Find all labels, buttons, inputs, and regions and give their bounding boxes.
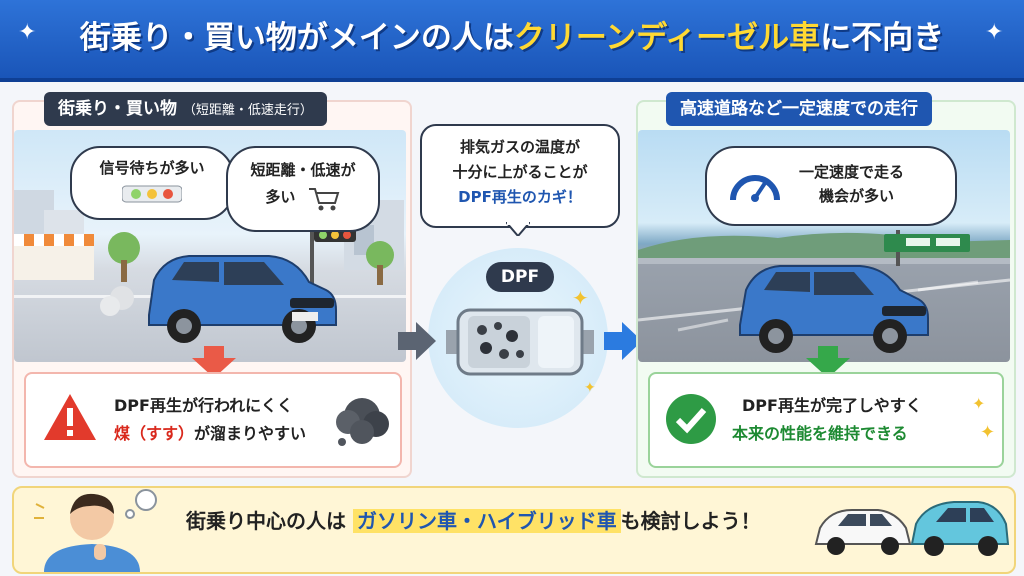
recommendation-highlight: ガソリン車・ハイブリッド車 [352,509,621,533]
hybrid-car-icon [910,501,1010,556]
title-part1: 街乗り・買い物がメインの人は [79,20,514,56]
center-line2: 十分に上がることが [452,163,588,181]
thinking-person-icon [34,489,157,572]
city-driving-tag: 街乗り・買い物 （短距離・低速走行） [44,92,327,126]
city-tag-main: 街乗り・買い物 [58,99,177,119]
warning-box: DPF再生が行われにくく 煤（すす）が溜まりやすい [24,372,402,468]
arrow-right-icon [604,322,642,360]
title-part3: に不向き [820,20,945,56]
traffic-light-icon [121,185,183,203]
recommendation-after: も検討しよう！ [620,509,761,533]
arrow-right-icon [398,322,436,360]
warning-line2-rest: が溜まりやすい [194,424,307,443]
car-icon [739,265,929,353]
warning-line1: DPF再生が行われにくく [114,396,293,415]
dpf-key-bubble: 排気ガスの温度が 十分に上がることが DPF再生のカギ！ [420,124,620,228]
city-scene-illustration [14,190,406,343]
sparkle-icon: ✦ [985,20,1004,45]
arrow-down-icon [192,346,236,378]
warning-line2: 煤（すす）が溜まりやすい [114,420,306,444]
sparkle-icon: ✦ [980,422,996,443]
constant-speed-bubble: 一定速度で走る 機会が多い [705,146,957,226]
ok-line1: DPF再生が完了しやすく [742,396,922,415]
traffic-signal-bubble: 信号待ちが多い [70,146,234,220]
header-banner: ✦ ✦ [0,0,1024,82]
shopping-cart-icon [308,187,339,210]
car-icon [148,255,337,343]
center-line3: DPF再生のカギ！ [458,188,582,206]
short-distance-line2: 多い [265,188,296,206]
short-distance-bubble: 短距離・低速が 多い [226,146,380,232]
constant-speed-line2: 機会が多い [819,187,895,205]
short-distance-line1: 短距離・低速が [250,161,356,179]
warning-icon [44,394,96,440]
speedometer-icon [730,175,780,202]
recommendation-text: 街乗り中心の人は ガソリン車・ハイブリッド車も検討しよう！ [186,505,761,534]
check-icon [666,394,716,444]
traffic-bubble-text: 信号待ちが多い [99,159,205,177]
city-tag-sub: （短距離・低速走行） [182,103,313,118]
result-ok-box: DPF再生が完了しやすく 本来の性能を維持できる ✦ ✦ [648,372,1004,468]
page-title: 街乗り・買い物がメインの人はクリーンディーゼル車に不向き [0,12,1024,57]
sparkle-icon: ✦ [18,20,37,45]
title-part2: クリーンディーゼル車 [513,20,821,56]
dpf-filter-icon [446,308,594,376]
highway-tag: 高速道路など一定速度での走行 [666,92,932,126]
ok-line2: 本来の性能を維持できる [732,424,908,443]
soot-label: 煤（すす） [114,424,195,443]
recommendation-before: 街乗り中心の人は [186,509,346,533]
center-line1: 排気ガスの温度が [459,138,580,156]
sparkle-icon: ✦ [584,380,596,396]
bubble-tail [506,222,530,236]
white-car-icon [814,509,912,555]
sparkle-icon: ✦ [972,394,986,413]
constant-speed-line1: 一定速度で走る [799,163,905,181]
highway-scene-illustration [637,230,1011,353]
dpf-label: DPF [486,262,554,292]
arrow-down-icon [806,346,850,378]
sparkle-icon: ✦ [572,286,589,310]
soot-cloud-icon [336,398,389,446]
highway-scene [637,130,1011,362]
